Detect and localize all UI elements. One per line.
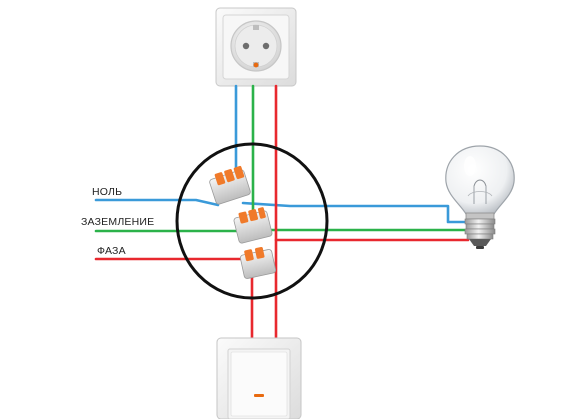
wago-connector-neutral: [209, 165, 251, 205]
switch-indicator: [254, 394, 264, 397]
wago-connector-phase: [240, 246, 276, 279]
neutral-wire: [94, 198, 220, 207]
light-bulb-icon: [445, 145, 515, 249]
neutral-wire-socket: [234, 84, 240, 182]
phase-label: ФАЗА: [97, 245, 126, 257]
socket-indicator: [253, 62, 259, 68]
neutral-label: НОЛЬ: [92, 186, 122, 198]
neutral-wire-lamp: [241, 201, 470, 224]
ground-label: ЗАЗЕМЛЕНИЕ: [81, 216, 154, 228]
wires: [94, 84, 470, 342]
light-switch-icon: [216, 337, 302, 419]
socket-icon: [215, 7, 297, 87]
junction-box: [175, 142, 329, 300]
wago-connector-ground: [233, 207, 273, 244]
